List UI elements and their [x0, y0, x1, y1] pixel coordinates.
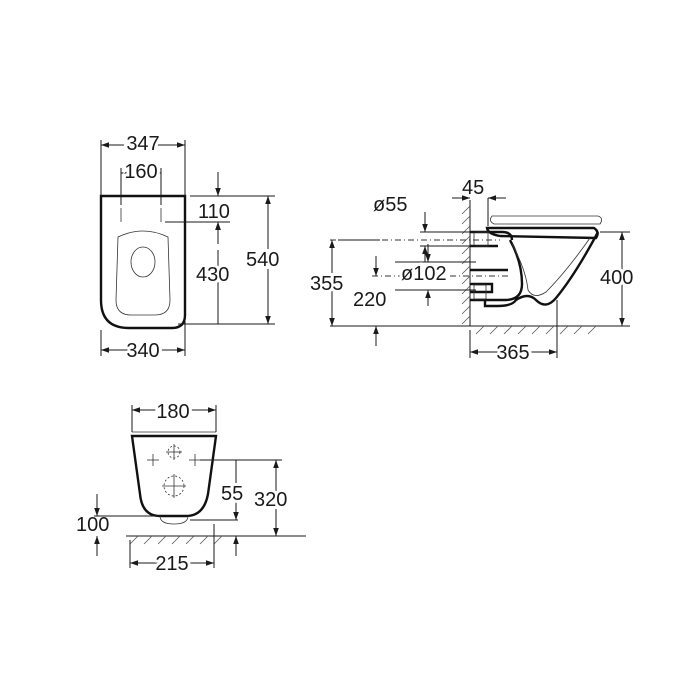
- dim-110: 110: [198, 201, 230, 223]
- dim-rear-100: 100: [76, 514, 109, 536]
- rear-view: 180 55 320 100 215: [76, 398, 306, 578]
- dim-outlet-height: 220: [353, 289, 386, 311]
- dim-rear-215: 215: [155, 553, 188, 575]
- dim-rear-320: 320: [254, 489, 287, 511]
- rear-outlet: [159, 515, 189, 525]
- side-view: ø55 45 ø102 355 220 400 365: [307, 177, 636, 367]
- inlet-connector: [473, 231, 489, 247]
- dim-rim-height: 400: [600, 267, 633, 289]
- inlet-cross: [166, 444, 182, 460]
- top-view: 347 160 110 430 540 340: [99, 130, 282, 365]
- dim-430: 430: [196, 264, 229, 286]
- top-view-outline: [99, 194, 187, 330]
- fixing-cross-left: [147, 454, 159, 466]
- floor-hatch: [475, 325, 597, 335]
- dim-outlet-projection: 365: [496, 342, 529, 364]
- dim-inlet-diameter: ø55: [373, 194, 407, 216]
- top-view-bowl: [115, 230, 171, 316]
- rear-view-outline: [130, 434, 218, 518]
- dim-340: 340: [126, 340, 159, 362]
- bowl-inner: [511, 237, 591, 296]
- outlet-cross: [162, 474, 186, 498]
- dim-rear-180: 180: [156, 401, 189, 423]
- outlet-horn: [470, 268, 508, 302]
- seat-lid: [490, 215, 602, 225]
- bowl-body: [483, 231, 600, 308]
- dim-wall-gap: 45: [462, 177, 484, 199]
- dim-540: 540: [246, 249, 279, 271]
- fixing-cross-right: [189, 454, 201, 466]
- wall-hatch: [461, 205, 471, 325]
- dim-inlet-height: 355: [310, 273, 343, 295]
- top-view-outlet: [130, 246, 156, 278]
- rear-floor-hatch: [129, 535, 223, 545]
- dim-rear-55: 55: [221, 483, 243, 505]
- dim-347: 347: [126, 133, 159, 155]
- dim-160: 160: [124, 161, 157, 183]
- outlet-connector: [473, 284, 487, 300]
- dim-outlet-diameter: ø102: [401, 263, 447, 285]
